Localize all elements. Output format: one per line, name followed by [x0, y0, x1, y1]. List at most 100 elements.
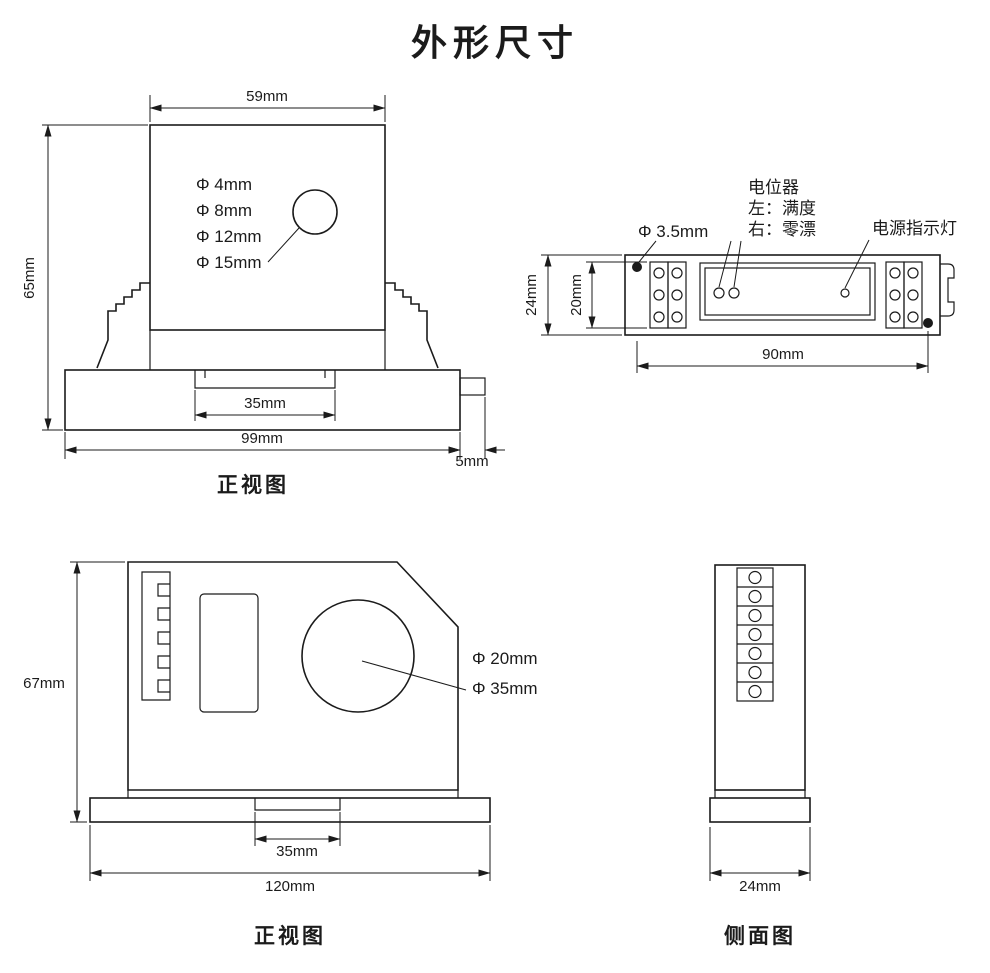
dimension-text-24: 24mm	[739, 878, 781, 895]
dimension-text-35: 35mm	[276, 843, 318, 860]
terminal-column	[736, 567, 774, 702]
terminal-steps	[157, 583, 170, 693]
terminal-screw	[653, 289, 665, 301]
body-base-connectors	[714, 790, 806, 798]
dimension-text-99: 99mm	[241, 430, 283, 447]
hole-diameter-label: Φ 15mm	[196, 253, 262, 272]
terminal-screw	[748, 684, 762, 699]
terminal-screw	[671, 311, 683, 323]
terminal-column	[141, 571, 171, 701]
terminal-screw	[907, 289, 919, 301]
top-view-outline	[624, 254, 955, 336]
body-base-connectors	[149, 330, 386, 370]
terminal-screw	[748, 570, 762, 585]
terminal-screw	[748, 627, 762, 642]
side-view: 24mm 侧面图	[709, 564, 811, 948]
front-view-bottom-hole-labels: Φ 20mm Φ 35mm	[472, 649, 538, 698]
dimension-text-24: 24mm	[523, 274, 540, 316]
hole-diameter-label: Φ 20mm	[472, 649, 538, 668]
terminal-screws	[653, 267, 919, 323]
power-led-label: 电源指示灯	[872, 219, 957, 238]
din-rail-slot	[254, 798, 341, 811]
terminal-screw	[748, 608, 762, 623]
front-view-top: Φ 4mm Φ 8mm Φ 12mm Φ 15mm 59mm 65mm 35mm…	[21, 88, 505, 497]
base	[89, 797, 491, 823]
page-title: 外形尺寸	[411, 22, 579, 63]
extension-lines-35	[254, 812, 341, 846]
top-view-dimensions: 24mm 20mm 90mm	[523, 254, 929, 373]
terminal-screw	[907, 311, 919, 323]
din-rail-slot	[194, 370, 336, 389]
mounting-hole	[923, 318, 933, 328]
side-view-dimensions: 24mm	[709, 827, 811, 895]
side-view-caption: 侧面图	[724, 924, 796, 948]
side-clip-tab	[459, 377, 486, 396]
front-view-top-outline	[64, 124, 486, 431]
base	[64, 369, 461, 431]
through-hole	[301, 599, 415, 713]
hole-diameter-label: Φ 35mm	[472, 679, 538, 698]
dimension-text-67: 67mm	[23, 675, 65, 692]
dimension-text-5: 5mm	[455, 453, 488, 470]
terminal-screw	[653, 311, 665, 323]
potentiometer-fullscale	[713, 287, 725, 299]
through-hole	[292, 189, 338, 235]
din-clip	[940, 263, 955, 317]
extension-lines-67	[70, 561, 125, 823]
front-view-bottom: Φ 20mm Φ 35mm 67mm 35mm 120mm 正视图	[23, 561, 538, 948]
terminal-screw	[671, 289, 683, 301]
left-terminal-block	[667, 261, 687, 329]
body-base-connectors	[127, 790, 459, 798]
front-view-bottom-caption: 正视图	[254, 924, 326, 948]
potentiometer-right-label: 右：零漂	[748, 220, 816, 239]
right-terminal-block	[885, 261, 905, 329]
label-window	[199, 593, 259, 713]
terminal-screw	[889, 311, 901, 323]
dimension-text-59: 59mm	[246, 88, 288, 105]
side-view-outline	[709, 564, 811, 823]
terminal-screw	[653, 267, 665, 279]
terminal-screw	[907, 267, 919, 279]
dimension-text-35: 35mm	[244, 395, 286, 412]
dimension-text-90: 90mm	[762, 346, 804, 363]
hole-diameter-label: Φ 8mm	[196, 201, 252, 220]
terminal-screw	[748, 646, 762, 661]
base	[709, 797, 811, 823]
dimension-text-20: 20mm	[568, 274, 585, 316]
front-view-bottom-dimensions: 67mm 35mm 120mm	[23, 561, 491, 895]
front-view-top-dimensions: 59mm 65mm 35mm 99mm 5mm	[21, 88, 505, 470]
right-mounting-wing	[385, 282, 439, 369]
terminal-cell-dividers	[737, 586, 773, 683]
hole-leader-line	[361, 660, 467, 691]
center-panel-inner	[704, 267, 871, 316]
front-view-top-caption: 正视图	[217, 473, 289, 497]
terminal-screw	[889, 289, 901, 301]
sensor-body	[149, 124, 386, 331]
module-top-body	[624, 254, 941, 336]
module-body	[127, 561, 459, 791]
potentiometer-label: 电位器	[748, 178, 799, 197]
terminal-screw	[748, 589, 762, 604]
mounting-hole-label: Φ 3.5mm	[638, 222, 708, 241]
front-view-top-hole-labels: Φ 4mm Φ 8mm Φ 12mm Φ 15mm	[196, 175, 262, 272]
hole-diameter-label: Φ 4mm	[196, 175, 252, 194]
terminal-screw	[889, 267, 901, 279]
hole-leader-line	[267, 227, 300, 263]
mounting-hole	[632, 262, 642, 272]
extension-lines-20	[586, 261, 647, 329]
top-view: 电位器 左：满度 右：零漂 Φ 3.5mm 电源指示灯 24mm 20mm 90…	[523, 178, 957, 373]
potentiometer-zerodrift	[728, 287, 740, 299]
module-body	[714, 564, 806, 791]
left-mounting-wing	[96, 282, 150, 369]
terminal-screw	[671, 267, 683, 279]
power-led	[840, 288, 850, 298]
annotation-leader-lines	[638, 239, 870, 289]
extension-lines-24	[541, 254, 622, 336]
right-terminal-block	[903, 261, 923, 329]
top-view-annotations: 电位器 左：满度 右：零漂 Φ 3.5mm 电源指示灯	[638, 178, 957, 289]
terminal-screw	[748, 665, 762, 680]
dimension-text-65: 65mm	[21, 257, 38, 299]
left-terminal-block	[649, 261, 669, 329]
